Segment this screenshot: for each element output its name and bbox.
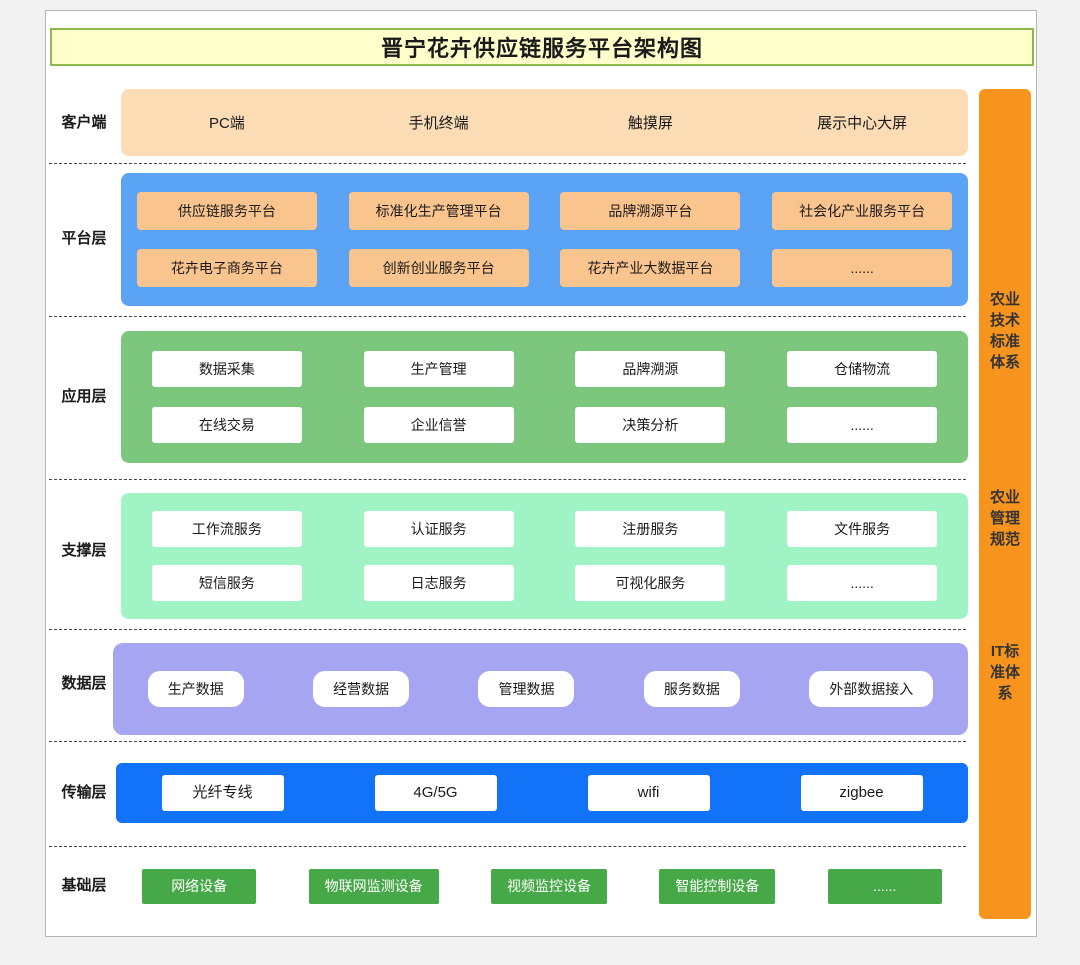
sidebar-group-agri-management-norms: 农业 管理 规范: [979, 487, 1031, 550]
platform-box: 社会化产业服务平台: [772, 192, 953, 230]
platform-box: 花卉电子商务平台: [136, 249, 317, 287]
client-layer-band: PC端 手机终端 触摸屏 展示中心大屏: [121, 89, 968, 156]
sidebar-text-line: 系: [997, 685, 1013, 702]
data-box: 服务数据: [643, 671, 740, 707]
data-layer-band: 生产数据 经营数据 管理数据 服务数据 外部数据接入: [113, 643, 968, 735]
support-layer-band: 工作流服务 认证服务 注册服务 文件服务 短信服务 日志服务 可视化服务 ...…: [121, 493, 968, 619]
diagram-page: 晋宁花卉供应链服务平台架构图 客户端 平台层 应用层 支撑层 数据层 传输层 基…: [45, 10, 1037, 937]
transport-layer-band: 光纤专线 4G/5G wifi zigbee: [116, 763, 968, 823]
sidebar-text-line: 技术: [989, 312, 1020, 329]
support-box: 可视化服务: [575, 565, 726, 601]
platform-layer-band: 供应链服务平台 标准化生产管理平台 品牌溯源平台 社会化产业服务平台 花卉电子商…: [121, 173, 968, 306]
infrastructure-box: 物联网监测设备: [308, 868, 439, 904]
sidebar-text-line: IT标: [990, 643, 1020, 660]
application-box: 数据采集: [151, 351, 302, 387]
application-box: 企业信誉: [363, 407, 514, 443]
infrastructure-box: 智能控制设备: [659, 868, 776, 904]
platform-box: ......: [772, 249, 953, 287]
layer-divider: [49, 479, 966, 480]
client-item-pc: PC端: [208, 115, 245, 132]
application-box: 在线交易: [151, 407, 302, 443]
support-row-1: 工作流服务 认证服务 注册服务 文件服务: [121, 511, 968, 547]
layer-label-support: 支撑层: [61, 542, 107, 559]
sidebar-text-line: 管理: [989, 510, 1020, 527]
transport-box: zigbee: [800, 775, 923, 811]
application-box: 仓储物流: [787, 351, 938, 387]
transport-box: wifi: [587, 775, 710, 811]
platform-box: 创新创业服务平台: [348, 249, 529, 287]
support-box: 工作流服务: [151, 511, 302, 547]
layer-label-client: 客户端: [61, 114, 107, 131]
layer-label-application: 应用层: [61, 388, 107, 405]
sidebar-text-line: 农业: [989, 489, 1020, 506]
support-box: ......: [787, 565, 938, 601]
data-box: 经营数据: [313, 671, 410, 707]
application-box: 品牌溯源: [575, 351, 726, 387]
data-box: 生产数据: [147, 671, 244, 707]
support-row-2: 短信服务 日志服务 可视化服务 ......: [121, 565, 968, 601]
layer-label-data: 数据层: [61, 675, 107, 692]
layer-label-infrastructure: 基础层: [61, 877, 107, 894]
layer-divider: [49, 629, 966, 630]
platform-box: 品牌溯源平台: [560, 192, 741, 230]
support-box: 认证服务: [363, 511, 514, 547]
sidebar-text-line: 体系: [989, 354, 1020, 371]
data-box: 管理数据: [478, 671, 575, 707]
standards-sidebar-bar: 农业 技术 标准 体系 农业 管理 规范 IT标 准体 系: [979, 89, 1031, 919]
transport-box: 4G/5G: [374, 775, 497, 811]
client-item-touchscreen: 触摸屏: [627, 115, 673, 132]
data-box: 外部数据接入: [809, 671, 934, 707]
sidebar-text-line: 农业: [989, 291, 1020, 308]
layer-divider: [49, 163, 966, 164]
support-box: 短信服务: [151, 565, 302, 601]
platform-box: 标准化生产管理平台: [348, 192, 529, 230]
platform-box: 花卉产业大数据平台: [560, 249, 741, 287]
infrastructure-layer-band: 网络设备 物联网监测设备 视频监控设备 智能控制设备 ......: [116, 867, 968, 905]
sidebar-text-line: 规范: [989, 531, 1020, 548]
platform-row-1: 供应链服务平台 标准化生产管理平台 品牌溯源平台 社会化产业服务平台: [121, 192, 968, 230]
application-row-1: 数据采集 生产管理 品牌溯源 仓储物流: [121, 351, 968, 387]
layer-divider: [49, 741, 966, 742]
support-box: 注册服务: [575, 511, 726, 547]
application-layer-band: 数据采集 生产管理 品牌溯源 仓储物流 在线交易 企业信誉 决策分析 .....…: [121, 331, 968, 463]
sidebar-text-line: 标准: [989, 333, 1020, 350]
layer-divider: [49, 316, 966, 317]
infrastructure-box: 网络设备: [142, 868, 257, 904]
layer-divider: [49, 846, 966, 847]
platform-box: 供应链服务平台: [136, 192, 317, 230]
layer-label-transport: 传输层: [61, 784, 107, 801]
infrastructure-box: ......: [827, 868, 942, 904]
application-box: 生产管理: [363, 351, 514, 387]
sidebar-group-agri-tech-standards: 农业 技术 标准 体系: [979, 289, 1031, 373]
application-row-2: 在线交易 企业信誉 决策分析 ......: [121, 407, 968, 443]
diagram-title: 晋宁花卉供应链服务平台架构图: [50, 28, 1034, 66]
sidebar-text-line: 准体: [989, 664, 1020, 681]
application-box: 决策分析: [575, 407, 726, 443]
support-box: 日志服务: [363, 565, 514, 601]
infrastructure-box: 视频监控设备: [490, 868, 607, 904]
sidebar-group-it-standards: IT标 准体 系: [979, 641, 1031, 704]
layer-label-platform: 平台层: [61, 230, 107, 247]
client-item-mobile: 手机终端: [408, 115, 469, 132]
client-item-display-wall: 展示中心大屏: [817, 115, 908, 132]
transport-box: 光纤专线: [161, 775, 284, 811]
platform-row-2: 花卉电子商务平台 创新创业服务平台 花卉产业大数据平台 ......: [121, 249, 968, 287]
application-box: ......: [787, 407, 938, 443]
support-box: 文件服务: [787, 511, 938, 547]
